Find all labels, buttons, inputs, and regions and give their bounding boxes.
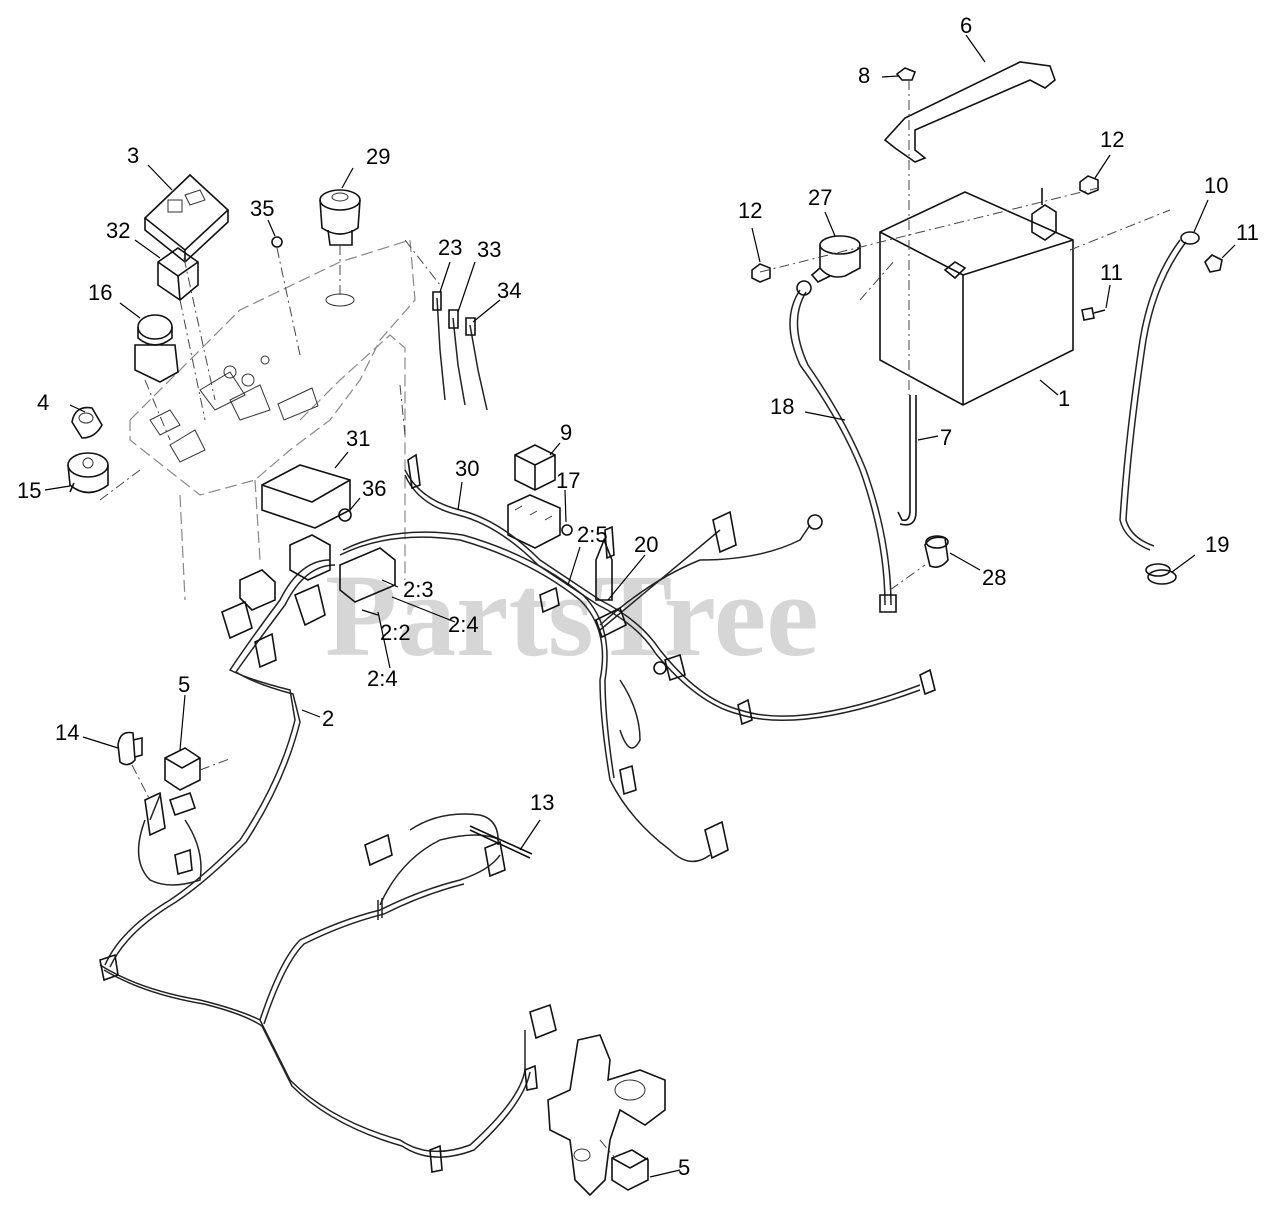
ignition-key-4	[71, 406, 103, 439]
callout-33: 33	[477, 237, 501, 262]
callout-2-2: 2:2	[380, 620, 411, 645]
callout-35: 35	[250, 196, 274, 221]
ignition-switch-15	[67, 452, 109, 494]
callout-5a: 5	[178, 672, 190, 697]
callout-11a: 11	[1236, 220, 1259, 245]
callout-2-4b: 2:4	[367, 666, 398, 691]
relay-5-upper	[164, 747, 201, 791]
power-outlet-29	[319, 189, 361, 246]
negative-battery-cable	[1119, 231, 1200, 577]
knob-switch-16	[134, 314, 179, 383]
callout-6: 6	[960, 13, 972, 38]
callout-7: 7	[940, 425, 952, 450]
nut-36	[338, 508, 352, 522]
callout-30: 30	[455, 456, 479, 481]
callout-4: 4	[37, 390, 49, 415]
callout-36: 36	[362, 476, 386, 501]
ring-terminal-19	[1147, 569, 1177, 585]
callout-15: 15	[17, 478, 41, 503]
callout-27: 27	[808, 185, 832, 210]
relay-socket	[507, 494, 561, 549]
control-panel	[129, 239, 416, 601]
positive-battery-cable	[789, 280, 897, 613]
callout-34: 34	[497, 278, 521, 303]
plug-17	[561, 524, 573, 536]
harness-connectors	[99, 453, 936, 1173]
battery-boot-cap	[810, 235, 861, 283]
battery-hold-down-bracket	[883, 61, 1056, 163]
callout-32: 32	[106, 218, 130, 243]
leader-lines	[44, 34, 1236, 1178]
callout-14: 14	[55, 720, 79, 745]
callout-17: 17	[556, 468, 580, 493]
callout-13: 13	[530, 790, 554, 815]
display-module-3	[143, 173, 230, 264]
relay-9	[514, 444, 556, 491]
callout-2-5: 2:5	[577, 522, 608, 547]
battery	[879, 188, 1074, 406]
callout-19: 19	[1205, 532, 1229, 557]
callout-2-3: 2:3	[403, 577, 434, 602]
terminal-boot-28	[924, 535, 949, 568]
callout-3: 3	[127, 143, 139, 168]
fuse-holder-20	[595, 537, 613, 601]
battery-nut-12b	[1079, 175, 1099, 195]
callout-2: 2	[322, 706, 334, 731]
plug-35	[271, 236, 283, 248]
callout-2-4a: 2:4	[448, 612, 479, 637]
switch-14	[117, 731, 143, 766]
callout-28: 28	[982, 565, 1006, 590]
callout-29: 29	[366, 144, 390, 169]
callout-11b: 11	[1100, 260, 1123, 285]
callout-1: 1	[1058, 386, 1070, 411]
relay-5-lower	[611, 1149, 649, 1191]
fuse-lead-34	[465, 317, 488, 411]
callout-10: 10	[1204, 173, 1228, 198]
callout-18: 18	[770, 394, 794, 419]
battery-nut-12a	[751, 263, 771, 283]
battery-bolt-11b	[1081, 307, 1106, 321]
callout-9: 9	[560, 420, 572, 445]
callout-8: 8	[858, 63, 870, 88]
callout-5b: 5	[678, 1155, 690, 1180]
fuse-lead-33	[448, 309, 466, 406]
rocker-switch-32	[157, 247, 199, 302]
wing-nut	[895, 67, 917, 81]
j-bolt	[897, 395, 917, 526]
cable-tie-13	[469, 825, 533, 859]
callout-12b: 12	[1100, 127, 1124, 152]
callout-12a: 12	[738, 198, 762, 223]
main-wire-harness-2	[99, 469, 921, 1158]
watermark: PartsTree	[325, 550, 819, 681]
fuse-block-cover-31	[261, 464, 351, 529]
interlock-bracket	[547, 1034, 666, 1197]
battery-bolt-11a	[1204, 254, 1223, 273]
fuse-lead-23	[432, 291, 446, 401]
callout-23: 23	[438, 235, 462, 260]
callout-16: 16	[88, 280, 112, 305]
callout-31: 31	[346, 426, 370, 451]
callout-20: 20	[634, 532, 658, 557]
